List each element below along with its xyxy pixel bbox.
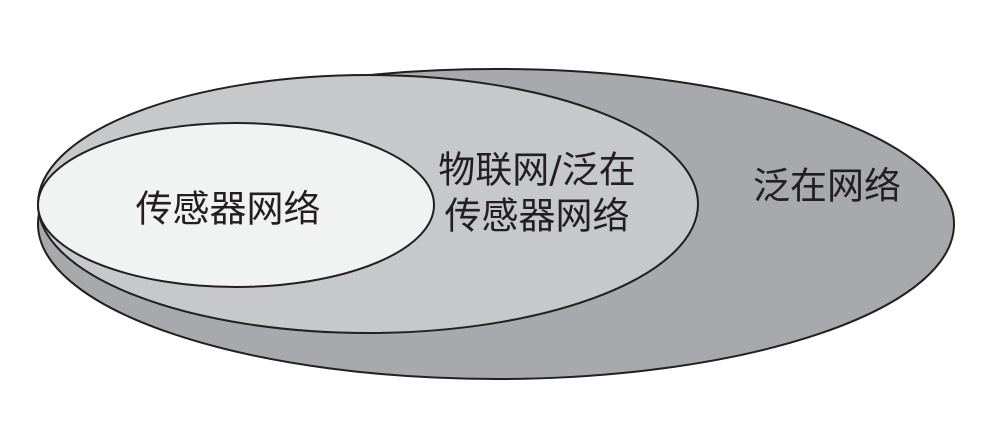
- outer-set-label: 泛在网络: [753, 165, 901, 208]
- inner-set-ellipse: [37, 122, 435, 288]
- middle-set-label-line2: 传感器网络: [445, 195, 630, 238]
- inner-set-label: 传感器网络: [136, 188, 321, 231]
- middle-set-label-line1: 物联网/泛在: [438, 149, 635, 192]
